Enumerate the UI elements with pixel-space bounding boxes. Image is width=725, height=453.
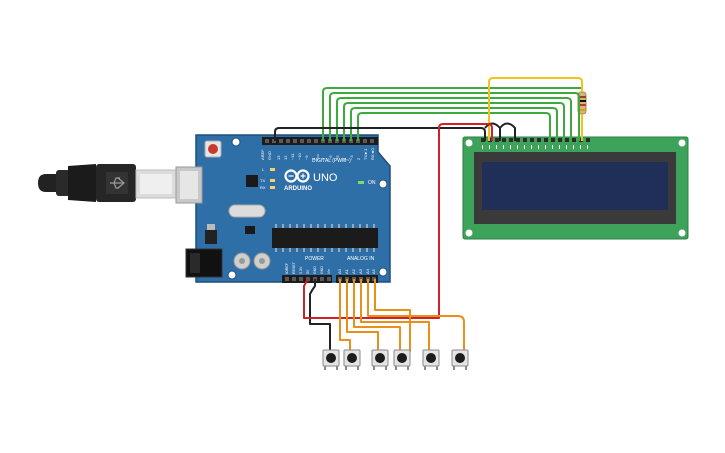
svg-text:5V: 5V bbox=[306, 269, 310, 274]
svg-text:GND: GND bbox=[313, 266, 317, 274]
svg-text:3.3V: 3.3V bbox=[299, 266, 303, 274]
arduino-brand: ARDUINO bbox=[284, 186, 312, 192]
analog-header-label: ANALOG IN bbox=[347, 256, 375, 262]
svg-text:A4: A4 bbox=[365, 268, 370, 274]
arduino-uno-board[interactable]: AREF GND 13 12 ~11 ~10 ~9 8 7 ~6 ~5 4 ~3… bbox=[175, 134, 391, 283]
svg-text:4: 4 bbox=[342, 157, 347, 160]
pushbutton-4[interactable] bbox=[393, 349, 411, 370]
lcd-pin-labels bbox=[482, 145, 588, 149]
svg-text:~5: ~5 bbox=[335, 155, 340, 160]
power-pin-labels: IOREF RESET 3.3V 5V GND GND Vin bbox=[285, 261, 331, 274]
svg-text:~11: ~11 bbox=[290, 153, 295, 160]
usb-cable[interactable] bbox=[38, 164, 177, 202]
arduino-logo-icon bbox=[284, 169, 310, 183]
svg-text:IOREF: IOREF bbox=[285, 262, 289, 274]
svg-text:7: 7 bbox=[321, 157, 326, 160]
aref-label: AREF bbox=[260, 149, 265, 160]
svg-text:8: 8 bbox=[311, 157, 316, 160]
led-tx-label: TX bbox=[260, 178, 265, 183]
lcd-header-pins bbox=[481, 138, 590, 142]
svg-text:12: 12 bbox=[283, 155, 288, 160]
wire-yellow[interactable] bbox=[488, 77, 583, 141]
usb-icon bbox=[110, 177, 125, 189]
svg-text:A5: A5 bbox=[371, 268, 376, 274]
pushbutton-5[interactable] bbox=[422, 349, 440, 370]
pushbutton-3[interactable] bbox=[371, 349, 389, 370]
svg-text:~6: ~6 bbox=[328, 155, 333, 160]
arduino-model: UNO bbox=[313, 172, 338, 184]
svg-text:A3: A3 bbox=[358, 268, 363, 274]
chip-pins-top bbox=[275, 224, 375, 252]
wires-black[interactable] bbox=[274, 122, 516, 353]
pushbutton-2[interactable] bbox=[343, 349, 361, 370]
wires-green[interactable] bbox=[322, 87, 582, 141]
digital-pin-labels: 13 12 ~11 ~10 ~9 8 7 ~6 ~5 4 ~3 2 TX►1 R… bbox=[276, 147, 375, 160]
lcd-16x2[interactable] bbox=[462, 136, 689, 240]
wires-red[interactable] bbox=[303, 123, 493, 319]
svg-text:~10: ~10 bbox=[297, 152, 302, 160]
svg-text:TX►1: TX►1 bbox=[363, 148, 368, 160]
digital-header-label: DIGITAL (PWM~) bbox=[312, 158, 351, 164]
svg-text:GND: GND bbox=[320, 266, 324, 274]
wires-orange[interactable] bbox=[339, 279, 465, 352]
power-header-label: POWER bbox=[305, 256, 324, 262]
svg-text:2: 2 bbox=[356, 157, 361, 160]
led-rx-label: RX bbox=[260, 185, 266, 190]
pushbutton-1[interactable] bbox=[322, 349, 340, 370]
svg-text:RX◄0: RX◄0 bbox=[370, 147, 375, 160]
svg-text:A0: A0 bbox=[337, 268, 342, 274]
power-on-label: ON bbox=[368, 180, 376, 186]
svg-text:A1: A1 bbox=[344, 268, 349, 274]
pushbutton-6[interactable] bbox=[451, 349, 469, 370]
svg-text:A2: A2 bbox=[351, 268, 356, 274]
led-l-label: L bbox=[262, 167, 265, 172]
lcd-screen bbox=[482, 162, 668, 210]
svg-text:Vin: Vin bbox=[327, 269, 331, 274]
svg-text:~3: ~3 bbox=[349, 155, 354, 160]
gnd-label: GND bbox=[267, 151, 272, 160]
svg-text:13: 13 bbox=[276, 155, 281, 160]
svg-text:~9: ~9 bbox=[304, 155, 309, 160]
svg-text:RESET: RESET bbox=[292, 261, 296, 274]
analog-pin-labels: A0 A1 A2 A3 A4 A5 bbox=[337, 268, 376, 274]
reset-button[interactable] bbox=[208, 144, 218, 154]
